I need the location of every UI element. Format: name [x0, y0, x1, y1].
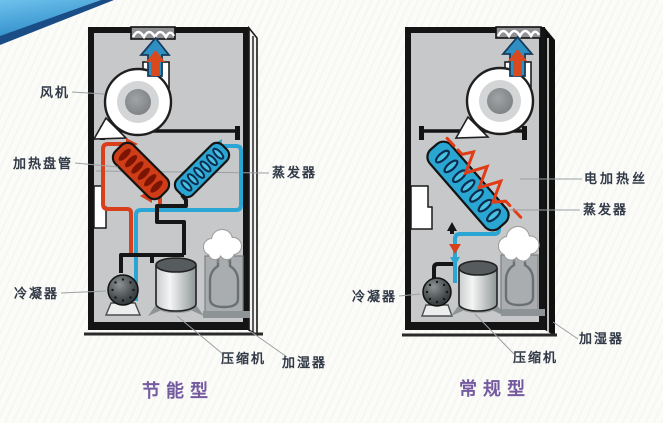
label-line-condenser — [398, 293, 421, 297]
unit-energy-saving-diagram — [60, 25, 288, 358]
unit-title-conventional: 常规型 — [459, 379, 531, 399]
refrigerant-pipes — [449, 223, 501, 283]
label-evaporator: 蒸发器 — [583, 202, 629, 217]
steam-cloud — [497, 225, 540, 262]
label-line-heating-coil — [74, 162, 119, 168]
label-line-condenser — [60, 290, 107, 294]
compressor — [451, 260, 505, 316]
airflow-arrow — [139, 36, 171, 77]
evaporator-coil — [426, 140, 510, 232]
compressor-body — [155, 265, 197, 312]
humidifier-shelf — [203, 311, 250, 318]
unit-conventional-diagram — [398, 26, 582, 355]
label-condenser: 冷凝器 — [352, 289, 398, 304]
label-line-fan — [71, 91, 105, 95]
compressor-top — [155, 257, 197, 273]
label-lines — [398, 178, 582, 355]
fan — [454, 61, 535, 139]
flow-arrow-blue — [450, 257, 460, 266]
label-line-compressor — [474, 313, 515, 355]
airflow-arrow — [501, 35, 534, 77]
condenser — [104, 274, 142, 316]
warm-air-arrow — [508, 49, 527, 76]
duct-opening — [410, 185, 433, 230]
flow-arrow-black — [447, 222, 457, 231]
compressor-body — [458, 268, 498, 312]
hot-pipe — [101, 142, 133, 256]
corner-swoosh — [0, 0, 114, 45]
evaporator-coil — [173, 141, 231, 199]
fan-hub — [125, 89, 151, 115]
label-humidifier: 加湿器 — [579, 331, 625, 346]
label-line-humidifier — [552, 321, 579, 340]
label-electric-heater: 电加热丝 — [584, 171, 649, 186]
outlet-grille — [130, 26, 176, 40]
outlet-grille — [495, 26, 542, 39]
compressor — [148, 257, 204, 316]
label-humidifier: 加湿器 — [282, 355, 328, 370]
compressor-top — [458, 260, 498, 276]
electric-heating-wire — [445, 136, 523, 219]
unit-title-energy-saving: 节能型 — [142, 381, 214, 401]
label-compressor: 压缩机 — [513, 350, 559, 365]
label-evaporator: 蒸发器 — [272, 165, 318, 180]
cabinet-side-panel — [545, 28, 555, 336]
cold-pipe — [134, 144, 243, 301]
cold-pipe — [453, 223, 501, 283]
condenser — [421, 277, 453, 317]
humidifier-shelf — [501, 309, 545, 316]
label-compressor: 压缩机 — [221, 351, 267, 366]
connection-pipes — [119, 193, 188, 273]
humidifier-bottle — [208, 259, 240, 309]
flow-arrow-red — [449, 244, 461, 254]
label-heating-coil: 加热盘管 — [13, 156, 74, 171]
humidifier — [202, 228, 250, 318]
label-fan: 风机 — [40, 85, 71, 100]
humidifier — [497, 225, 545, 316]
steam-cloud — [202, 228, 243, 261]
label-lines — [60, 91, 288, 358]
label-condenser: 冷凝器 — [14, 286, 60, 301]
heating-coil — [111, 141, 171, 201]
warm-air-arrow — [146, 50, 165, 76]
label-line-humidifier — [249, 330, 288, 358]
fan-hub — [487, 88, 513, 114]
label-line-compressor — [176, 315, 225, 356]
humidifier-bottle — [504, 258, 535, 307]
